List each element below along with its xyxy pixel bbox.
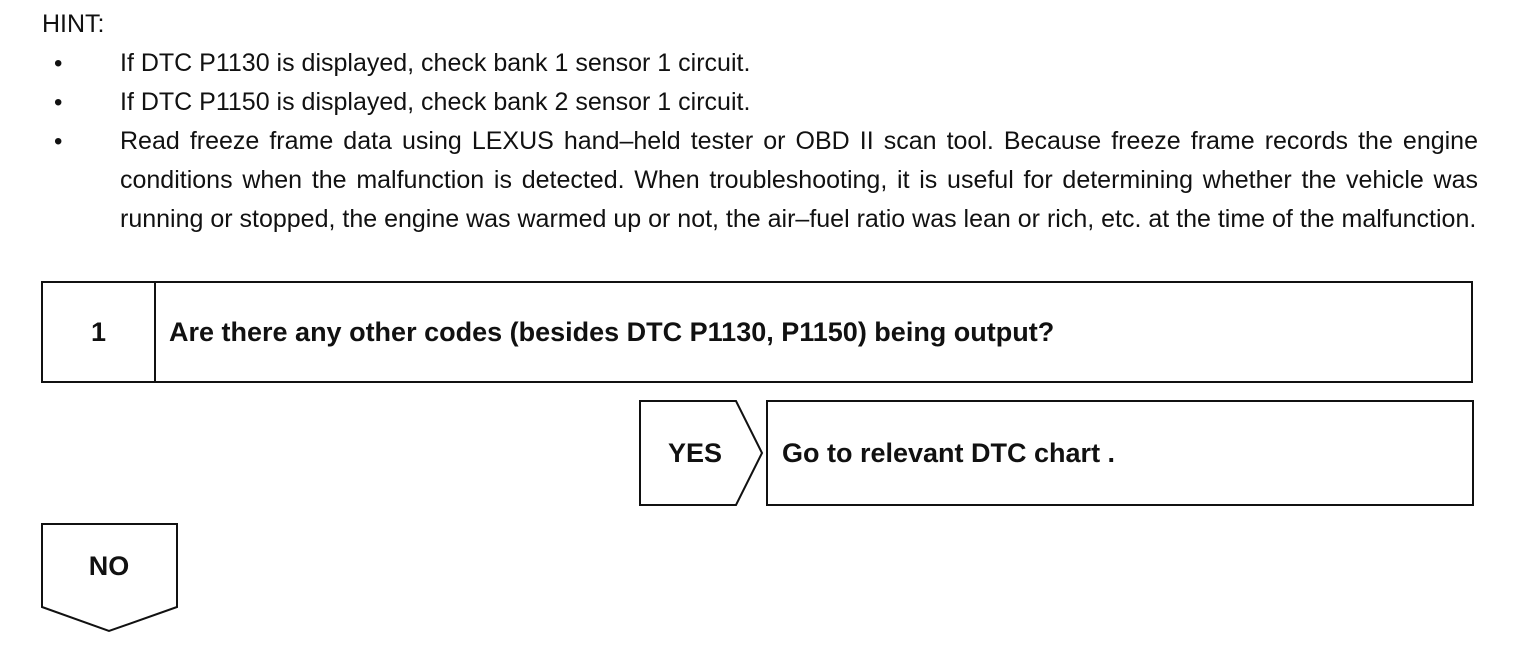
hint-item-text: If DTC P1130 is displayed, check bank 1 … xyxy=(120,49,751,77)
yes-result-box: Go to relevant DTC chart . xyxy=(766,400,1474,506)
hint-item: • If DTC P1130 is displayed, check bank … xyxy=(42,44,1482,83)
step-question: Are there any other codes (besides DTC P… xyxy=(169,316,1055,347)
hint-item: • If DTC P1150 is displayed, check bank … xyxy=(42,83,1482,122)
no-arrow-shape xyxy=(41,523,178,633)
no-label: NO xyxy=(88,550,130,581)
step-box: 1 Are there any other codes (besides DTC… xyxy=(41,281,1473,383)
bullet: • xyxy=(54,50,63,77)
hint-item-text: Read freeze frame data using LEXUS hand–… xyxy=(120,127,1478,233)
hint-item-text: If DTC P1150 is displayed, check bank 2 … xyxy=(120,88,751,116)
step-number: 1 xyxy=(43,283,156,381)
yes-arrow-shape xyxy=(639,400,764,506)
bullet: • xyxy=(54,89,63,116)
yes-result-text: Go to relevant DTC chart . xyxy=(782,437,1116,468)
hint-item: • Read freeze frame data using LEXUS han… xyxy=(42,122,1482,280)
bullet: • xyxy=(54,128,63,155)
yes-label: YES xyxy=(667,437,723,468)
hint-title: HINT: xyxy=(42,10,105,38)
